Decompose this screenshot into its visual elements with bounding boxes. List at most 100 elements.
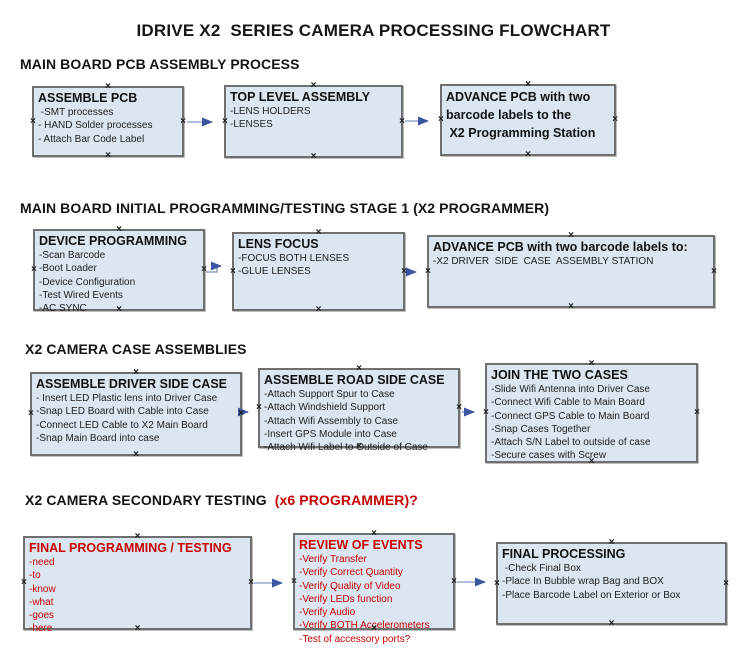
box-title: JOIN THE TWO CASES — [491, 368, 628, 382]
connection-handle-icon: × — [694, 407, 700, 418]
connection-handle-icon: × — [310, 151, 317, 162]
arrow-device-to-lensfocus — [206, 261, 222, 273]
box-item: -Snap Main Board into case — [36, 432, 160, 444]
box-title: REVIEW OF EVENTS — [299, 538, 423, 552]
connection-handle-icon: × — [291, 575, 297, 587]
box-item: -Attach Wifi Assembly to Case — [264, 415, 398, 427]
box-item: -Verify Correct Quantity — [299, 567, 403, 579]
box-final-processing[interactable]: FINAL PROCESSING -Check Final Box -Place… — [494, 538, 729, 629]
connection-handle-icon: × — [525, 149, 531, 160]
box-item: -Connect LED Cable to X2 Main Board — [36, 419, 208, 431]
connection-handle-icon: × — [711, 265, 717, 277]
box-item: -Attach S/N Label to outside of case — [491, 437, 651, 449]
box-item: -Attach Windshield Support — [264, 402, 386, 414]
connection-handle-icon: × — [28, 408, 34, 419]
box-item: -Test of accessory ports? — [299, 633, 411, 645]
box-item: -Connect GPS Cable to Main Board — [491, 410, 650, 422]
box-item: -Scan Barcode — [39, 250, 106, 261]
box-join-the-two-cases[interactable]: JOIN THE TWO CASES -Slide Wifi Antenna i… — [483, 359, 700, 467]
box-item: -here — [29, 623, 53, 635]
box-title-line: X2 Programming Station — [446, 126, 596, 140]
box-advance-pcb-programming-station[interactable]: ADVANCE PCB with two barcode labels to t… — [438, 80, 618, 160]
connection-handle-icon: × — [612, 114, 618, 125]
box-assemble-pcb[interactable]: ASSEMBLE PCB -SMT processes - HAND Solde… — [30, 82, 186, 161]
box-item: -need — [29, 557, 55, 568]
box-item: -Check Final Box — [502, 563, 581, 574]
box-item: - Attach Bar Code Label — [38, 133, 145, 145]
connection-handle-icon: × — [438, 114, 444, 125]
connection-handle-icon: × — [568, 301, 574, 312]
box-item: -Insert GPS Module into Case — [264, 428, 397, 440]
connection-handle-icon: × — [230, 265, 236, 277]
connection-handle-icon: × — [222, 115, 228, 127]
connection-handle-icon: × — [201, 264, 207, 275]
connection-handle-icon: × — [256, 402, 262, 413]
connection-handle-icon: × — [30, 115, 36, 127]
box-item: -GLUE LENSES — [238, 266, 311, 278]
box-item: -Boot Loader — [39, 263, 97, 275]
box-item: -Place Barcode Label on Exterior or Box — [502, 589, 681, 601]
box-item: -Secure cases with Screw — [491, 450, 607, 462]
box-title-line: ADVANCE PCB with two — [446, 90, 591, 104]
box-title: ADVANCE PCB with two barcode labels to: — [433, 240, 688, 254]
box-top-level-assembly[interactable]: TOP LEVEL ASSEMBLY -LENS HOLDERS -LENSES… — [222, 81, 405, 162]
connection-handle-icon: × — [723, 577, 729, 589]
section-heading-black-part: X2 CAMERA SECONDARY TESTING — [25, 492, 275, 508]
connection-handle-icon: × — [105, 150, 111, 161]
box-lens-focus[interactable]: LENS FOCUS -FOCUS BOTH LENSES -GLUE LENS… — [230, 228, 407, 315]
box-item: -know — [29, 583, 56, 595]
box-item: -SMT processes — [38, 107, 114, 118]
connection-handle-icon: × — [180, 115, 186, 127]
box-item: -Test Wired Events — [39, 289, 123, 301]
section-heading-initial-programming: MAIN BOARD INITIAL PROGRAMMING/TESTING S… — [20, 200, 550, 216]
section-heading-pcb-assembly: MAIN BOARD PCB ASSEMBLY PROCESS — [20, 56, 300, 72]
connection-handle-icon: × — [133, 449, 139, 460]
box-title: DEVICE PROGRAMMING — [39, 234, 187, 248]
connection-handle-icon: × — [238, 408, 244, 419]
box-item: -goes — [29, 610, 55, 622]
box-title: ASSEMBLE PCB — [38, 91, 138, 105]
box-item: -Snap Cases Together — [491, 423, 591, 435]
box-title: TOP LEVEL ASSEMBLY — [230, 90, 371, 104]
box-item: -Connect Wifi Cable to Main Board — [491, 397, 645, 409]
connection-handle-icon: × — [456, 402, 462, 413]
box-item: -X2 DRIVER SIDE CASE ASSEMBLY STATION — [433, 256, 654, 267]
box-item: -FOCUS BOTH LENSES — [238, 253, 350, 264]
box-assemble-driver-side-case[interactable]: ASSEMBLE DRIVER SIDE CASE - Insert LED P… — [28, 368, 244, 460]
box-item: -Attach Support Spur to Case — [264, 389, 395, 400]
box-item: -Slide Wifi Antenna into Driver Case — [491, 384, 650, 395]
connection-handle-icon: × — [608, 618, 615, 629]
box-title-line: barcode labels to the — [446, 108, 572, 122]
box-title: ASSEMBLE ROAD SIDE CASE — [264, 373, 445, 387]
box-item: -Verify Audio — [299, 607, 356, 619]
box-item: - HAND Solder processes — [38, 120, 153, 132]
connection-handle-icon: × — [451, 575, 457, 587]
box-item: -AC SYNC — [39, 303, 87, 315]
connection-handle-icon: × — [21, 577, 27, 588]
connection-handle-icon: × — [494, 577, 500, 589]
box-item: -Verify Quality of Video — [299, 580, 401, 592]
connection-handle-icon: × — [248, 577, 254, 588]
section-heading-secondary-testing: X2 CAMERA SECONDARY TESTING (x6 PROGRAMM… — [25, 492, 418, 508]
box-device-programming[interactable]: DEVICE PROGRAMMING -Scan Barcode -Boot L… — [31, 225, 207, 315]
box-item: -Verify Transfer — [299, 554, 367, 565]
box-item: -Place In Bubble wrap Bag and BOX — [502, 576, 664, 588]
box-advance-pcb-driver-side[interactable]: ADVANCE PCB with two barcode labels to: … — [425, 231, 717, 312]
box-review-of-events[interactable]: REVIEW OF EVENTS -Verify Transfer -Verif… — [291, 529, 457, 645]
connection-handle-icon: × — [425, 265, 431, 277]
box-item: -what — [29, 596, 54, 608]
box-title: LENS FOCUS — [238, 237, 319, 251]
box-item: -Attach Wifi Label to Outside of Case — [264, 442, 428, 454]
connection-handle-icon: × — [483, 407, 489, 418]
box-item: -Snap LED Board with Cable into Case — [36, 406, 209, 418]
box-item: -to — [29, 570, 41, 582]
box-item: -LENSES — [230, 119, 273, 131]
box-assemble-road-side-case[interactable]: ASSEMBLE ROAD SIDE CASE -Attach Support … — [256, 364, 462, 454]
box-item: - Insert LED Plastic lens into Driver Ca… — [36, 393, 218, 404]
box-title: ASSEMBLE DRIVER SIDE CASE — [36, 377, 228, 391]
box-item: -Device Configuration — [39, 276, 136, 288]
box-item: -Verify LEDs function — [299, 593, 393, 605]
box-final-programming-testing[interactable]: FINAL PROGRAMMING / TESTING -need -to -k… — [21, 532, 254, 635]
box-title: FINAL PROGRAMMING / TESTING — [29, 541, 232, 555]
